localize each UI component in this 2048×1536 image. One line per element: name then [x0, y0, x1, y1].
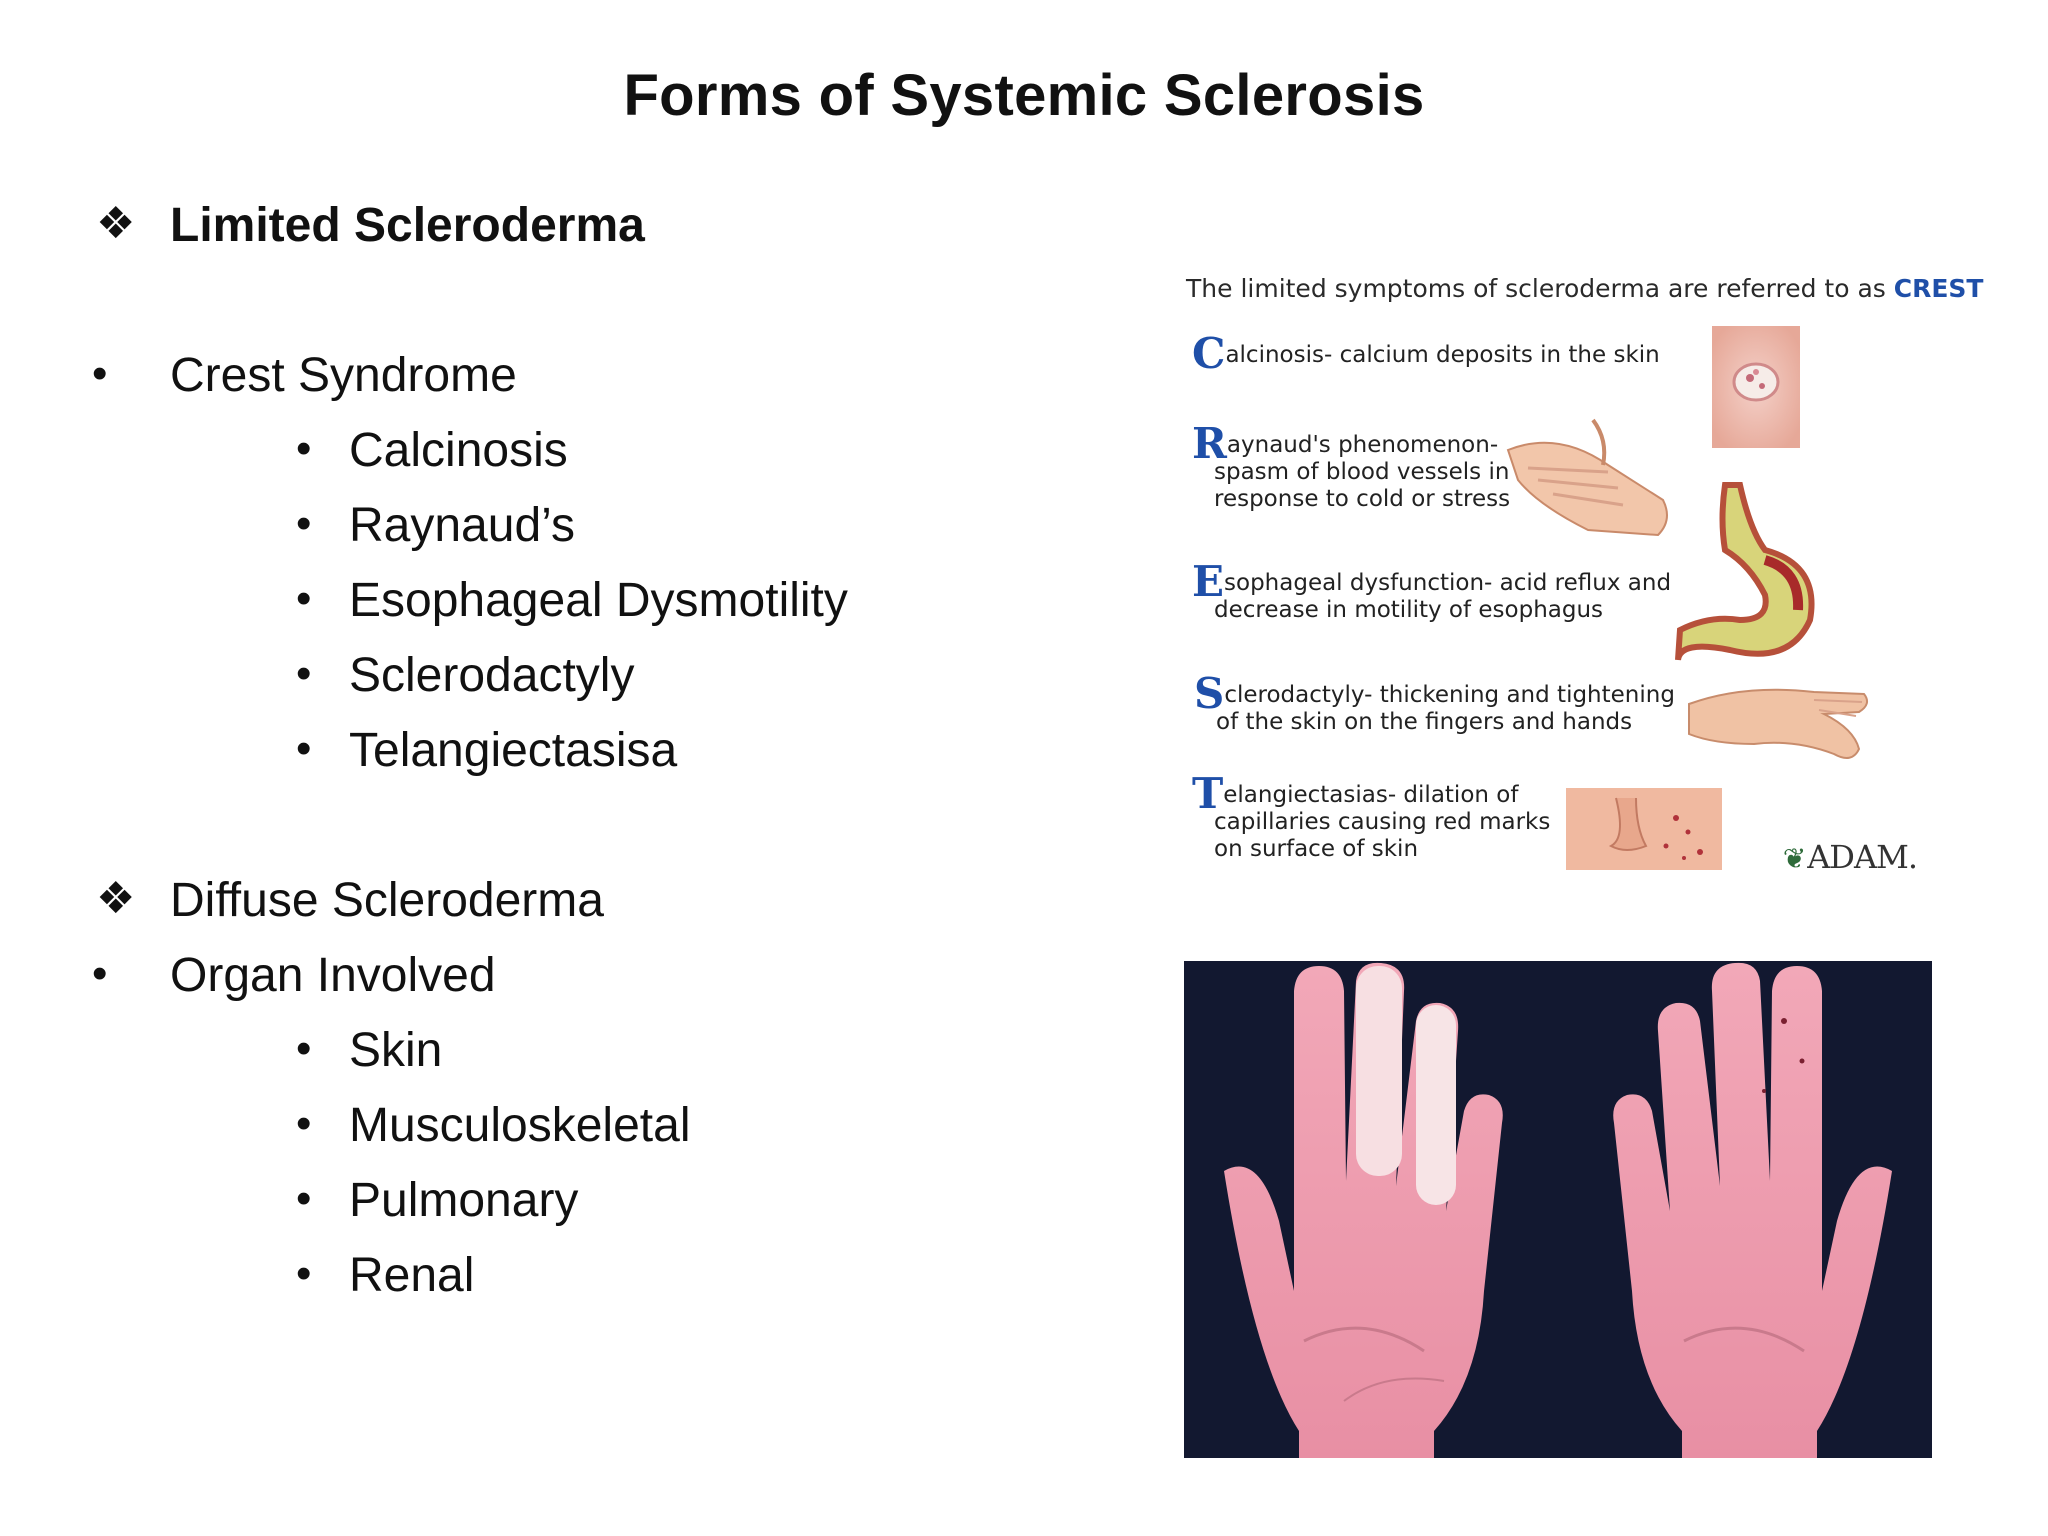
dot-bullet-icon: • [296, 649, 312, 698]
crest-header-highlight: CREST [1893, 274, 1984, 303]
crest-item-line: sophageal dysfunction- acid reflux and [1224, 570, 1672, 596]
crest-item: Calcinosis [349, 424, 568, 477]
crest-calcinosis-item: Calcinosis- calcium deposits in the skin [1192, 333, 1660, 375]
dot-bullet-icon: • [92, 349, 108, 398]
diamond-bullet-icon: ❖ [96, 874, 136, 923]
dot-bullet-icon: • [92, 949, 108, 998]
organ-item: Pulmonary [349, 1174, 579, 1227]
crest-item: Telangiectasisa [349, 724, 678, 777]
organ-item: Musculoskeletal [349, 1099, 691, 1152]
crest-letter: E [1192, 557, 1225, 606]
crest-item-line: of the skin on the fingers and hands [1216, 709, 1633, 735]
sclerodactyly-hand-image [1688, 688, 1869, 759]
telangiectasia-face-image [1566, 788, 1722, 870]
crest-header: The limited symptoms of scleroderma are … [1186, 274, 1983, 303]
crest-item-line: alcinosis- calcium deposits in the skin [1225, 342, 1660, 368]
crest-item-line: response to cold or stress [1214, 486, 1511, 512]
crest-header-text: The limited symptoms of scleroderma are … [1186, 274, 1886, 303]
leaf-icon: ❦ [1782, 842, 1806, 875]
raynaud-hand-image [1506, 418, 1668, 537]
diamond-bullet-icon: ❖ [96, 199, 136, 248]
crest-item: Raynaud’s [349, 499, 575, 552]
organ-item: Skin [349, 1024, 443, 1077]
adam-credit-text: ADAM. [1807, 838, 1918, 876]
dot-bullet-icon: • [296, 1099, 312, 1148]
crest-item: Sclerodactyly [349, 649, 635, 702]
crest-telangiectasia-item: Telangiectasias- dilation of capillaries… [1192, 773, 1551, 863]
crest-item-line: aynaud's phenomenon- [1226, 432, 1499, 458]
slide-title: Forms of Systemic Sclerosis [623, 63, 1425, 128]
dot-bullet-icon: • [296, 499, 312, 548]
diffuse-heading: Diffuse Scleroderma [170, 874, 604, 927]
bullet-list: ❖ Limited Scleroderma • Crest Syndrome •… [0, 0, 1100, 1400]
crest-item: Esophageal Dysmotility [349, 574, 848, 627]
dot-bullet-icon: • [296, 424, 312, 473]
crest-esophageal-item: Esophageal dysfunction- acid reflux and … [1192, 561, 1672, 624]
crest-letter: S [1194, 669, 1225, 718]
crest-item-line: decrease in motility of esophagus [1214, 597, 1604, 623]
crest-item-line: elangiectasias- dilation of [1223, 782, 1519, 808]
stomach-image [1675, 482, 1815, 661]
crest-infographic: The limited symptoms of scleroderma are … [1180, 262, 1983, 902]
crest-item-line: spasm of blood vessels in [1214, 459, 1510, 485]
organ-item: Renal [349, 1249, 475, 1302]
dot-bullet-icon: • [296, 724, 312, 773]
scleroderma-hands-photo [1184, 961, 1932, 1458]
adam-credit: ❦ADAM. [1782, 838, 1918, 876]
crest-item-line: clerodactyly- thickening and tightening [1224, 682, 1675, 708]
right-hand-shape [1613, 962, 1892, 1458]
crest-sclerodactyly-item: Sclerodactyly- thickening and tightening… [1194, 673, 1675, 736]
crest-letter: R [1192, 419, 1227, 468]
dot-bullet-icon: • [296, 1024, 312, 1073]
crest-raynaud-item: Raynaud's phenomenon- spasm of blood ves… [1192, 423, 1511, 513]
dot-bullet-icon: • [296, 1249, 312, 1298]
dot-bullet-icon: • [296, 574, 312, 623]
crest-item-line: capillaries causing red marks [1214, 809, 1551, 835]
limited-heading: Limited Scleroderma [170, 199, 645, 252]
calcinosis-skin-image [1712, 326, 1800, 448]
crest-syndrome-label: Crest Syndrome [170, 349, 517, 402]
crest-item-line: on surface of skin [1214, 836, 1419, 862]
dot-bullet-icon: • [296, 1174, 312, 1223]
crest-letter: T [1192, 769, 1224, 818]
organ-involved-label: Organ Involved [170, 949, 496, 1002]
left-hand-shape [1224, 962, 1503, 1458]
crest-letter: C [1192, 329, 1226, 378]
